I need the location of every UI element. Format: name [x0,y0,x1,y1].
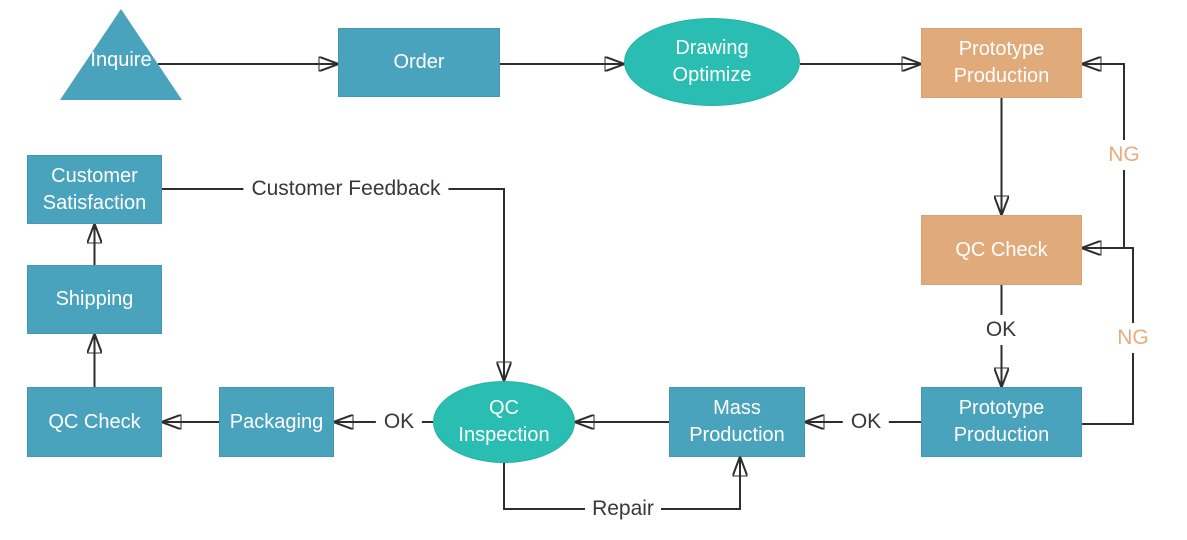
node-prototype-production-bottom-label: Prototype Production [953,397,1050,446]
node-shipping-label: Shipping [55,288,134,310]
node-packaging: Packaging [219,387,334,457]
node-prototype-production-top-label: Prototype Production [953,38,1050,87]
node-packaging-label: Packaging [229,410,324,433]
node-inquire-label: Inquire [90,49,152,71]
edge-label-customer-feedback: Customer Feedback [243,176,449,202]
edge-label-ng-bottom: NG [1112,323,1154,353]
node-qc-check-left: QC Check [27,387,162,457]
edge-label-ok-qc-check: OK [980,315,1022,345]
node-prototype-production-top: Prototype Production [921,28,1082,98]
edge-label-ng-top: NG [1103,140,1145,170]
node-qc-inspection: QC Inspection [433,381,575,463]
node-mass-production-label: Mass Production [689,397,785,446]
edge-label-repair: Repair [584,496,662,522]
edge-ng-to-prototype-top [1082,64,1125,248]
node-customer-satisfaction: Customer Satisfaction [27,155,162,224]
node-mass-production: Mass Production [669,387,805,457]
edge-customer-feedback [162,188,504,381]
edge-label-ok-packaging: OK [375,409,423,435]
node-order-label: Order [393,51,445,73]
node-qc-check-right: QC Check [921,215,1082,285]
node-customer-satisfaction-label: Customer Satisfaction [42,164,147,214]
node-order: Order [338,28,500,97]
node-shipping: Shipping [27,265,162,334]
node-qc-check-right-label: QC Check [955,238,1048,261]
node-prototype-production-bottom: Prototype Production [921,387,1082,457]
node-drawing-optimize: Drawing Optimize [624,18,800,106]
node-qc-inspection-label: QC Inspection [458,397,550,446]
node-qc-check-left-label: QC Check [48,410,141,433]
edge-label-ok-mass-production: OK [842,409,890,435]
node-drawing-optimize-label: Drawing Optimize [672,37,752,86]
